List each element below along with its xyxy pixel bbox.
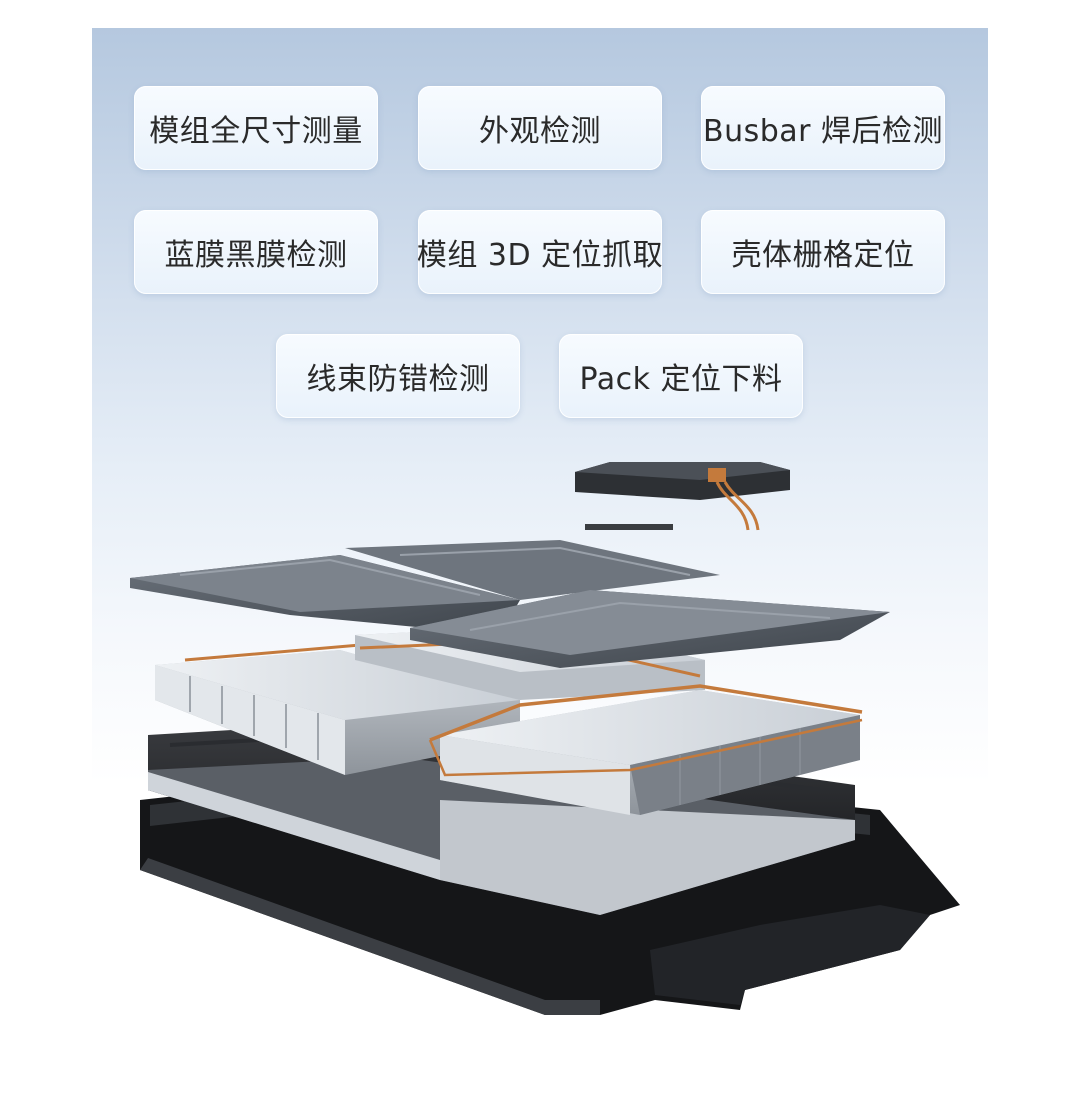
feature-label: Pack 定位下料: [579, 362, 783, 397]
bms-box-icon: [575, 462, 790, 531]
feature-pill-7: 线束防错检测: [276, 334, 520, 418]
cover-plate-icon: [130, 540, 890, 668]
feature-pill-2: 外观检测: [418, 86, 662, 170]
feature-pill-6: 壳体栅格定位: [701, 210, 945, 294]
feature-label: 外观检测: [479, 114, 601, 149]
feature-label: 模组全尺寸测量: [149, 114, 363, 149]
feature-label: 模组 3D 定位抓取: [416, 238, 664, 273]
feature-label: Busbar 焊后检测: [702, 114, 944, 149]
feature-pill-4: 蓝膜黑膜检测: [134, 210, 378, 294]
feature-pill-5: 模组 3D 定位抓取: [416, 210, 664, 294]
feature-label: 蓝膜黑膜检测: [164, 238, 348, 273]
feature-pill-1: 模组全尺寸测量: [134, 86, 378, 170]
feature-pill-8: Pack 定位下料: [559, 334, 803, 418]
feature-pill-3: Busbar 焊后检测: [701, 86, 945, 170]
feature-label: 壳体栅格定位: [731, 238, 915, 273]
feature-label: 线束防错检测: [306, 362, 490, 397]
